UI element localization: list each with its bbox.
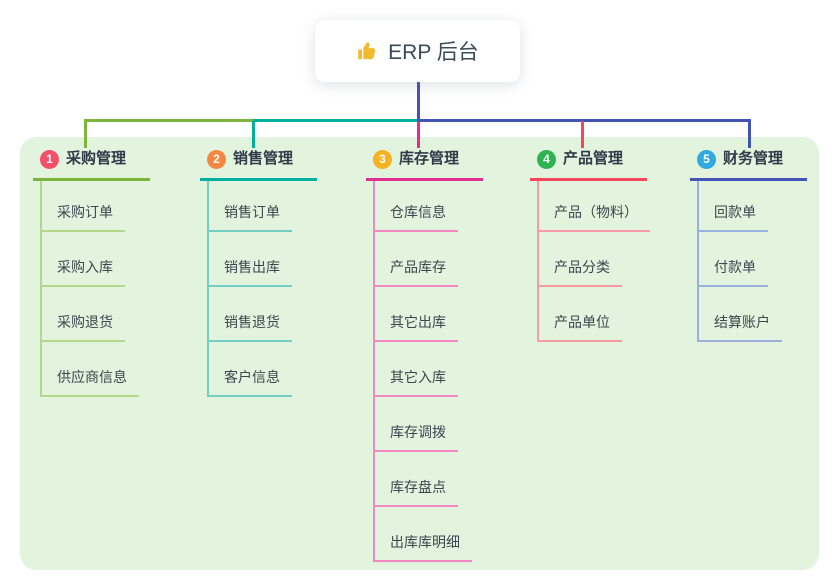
child-node[interactable]: 结算账户	[699, 287, 782, 342]
child-node[interactable]: 其它出库	[375, 287, 458, 342]
thumbs-up-icon	[356, 40, 378, 62]
child-node[interactable]: 销售订单	[209, 181, 292, 232]
child-node[interactable]: 产品分类	[539, 232, 622, 287]
branch-title: 销售管理	[233, 150, 294, 167]
branch-title: 产品管理	[563, 150, 624, 167]
branch-children: 产品（物料）产品分类产品单位	[537, 181, 650, 342]
branch-4: 4 产品管理产品（物料）产品分类产品单位	[530, 146, 650, 342]
child-node[interactable]: 销售退货	[209, 287, 292, 342]
child-node[interactable]: 产品库存	[375, 232, 458, 287]
child-node[interactable]: 出库库明细	[375, 507, 472, 562]
branch-2: 2 销售管理销售订单销售出库销售退货客户信息	[200, 146, 317, 397]
rail-segment-1	[84, 119, 253, 122]
child-node[interactable]: 其它入库	[375, 342, 458, 397]
branch-header-1[interactable]: 1 采购管理	[33, 146, 150, 181]
branch-header-4[interactable]: 4 产品管理	[530, 146, 647, 181]
branch-number-badge: 5	[697, 149, 716, 169]
branch-children: 采购订单采购入库采购退货供应商信息	[40, 181, 139, 397]
drop-line-branch-4	[581, 121, 584, 148]
branch-children: 仓库信息产品库存其它出库其它入库库存调拨库存盘点出库库明细	[373, 181, 472, 562]
child-node[interactable]: 仓库信息	[375, 181, 458, 232]
rail-segment-3	[417, 119, 751, 122]
branch-number-badge: 3	[373, 149, 392, 169]
child-node[interactable]: 销售出库	[209, 232, 292, 287]
branch-number-badge: 4	[537, 149, 556, 169]
drop-line-branch-2	[252, 121, 255, 148]
branch-1: 1 采购管理采购订单采购入库采购退货供应商信息	[33, 146, 150, 397]
branch-children: 回款单付款单结算账户	[697, 181, 782, 342]
branch-5: 5 财务管理回款单付款单结算账户	[690, 146, 807, 342]
branches-panel	[20, 137, 819, 570]
root-node[interactable]: ERP 后台	[315, 20, 520, 82]
child-node[interactable]: 采购订单	[42, 181, 125, 232]
branch-title: 财务管理	[723, 150, 784, 167]
drop-line-branch-3	[417, 121, 420, 148]
branch-header-5[interactable]: 5 财务管理	[690, 146, 807, 181]
child-node[interactable]: 回款单	[699, 181, 768, 232]
child-node[interactable]: 采购入库	[42, 232, 125, 287]
child-node[interactable]: 产品单位	[539, 287, 622, 342]
child-node[interactable]: 库存盘点	[375, 452, 458, 507]
child-node[interactable]: 采购退货	[42, 287, 125, 342]
child-node[interactable]: 付款单	[699, 232, 768, 287]
drop-line-branch-1	[84, 121, 87, 148]
branch-header-2[interactable]: 2 销售管理	[200, 146, 317, 181]
child-node[interactable]: 客户信息	[209, 342, 292, 397]
branch-title: 采购管理	[66, 150, 127, 167]
branch-title: 库存管理	[399, 150, 460, 167]
child-node[interactable]: 供应商信息	[42, 342, 139, 397]
branch-children: 销售订单销售出库销售退货客户信息	[207, 181, 292, 397]
branch-3: 3 库存管理仓库信息产品库存其它出库其它入库库存调拨库存盘点出库库明细	[366, 146, 483, 562]
branch-number-badge: 1	[40, 149, 59, 169]
drop-line-branch-5	[748, 121, 751, 148]
child-node[interactable]: 产品（物料）	[539, 181, 650, 232]
child-node[interactable]: 库存调拨	[375, 397, 458, 452]
root-connector-line	[417, 82, 420, 121]
branch-header-3[interactable]: 3 库存管理	[366, 146, 483, 181]
root-title: ERP 后台	[388, 41, 479, 64]
branch-number-badge: 2	[207, 149, 226, 169]
rail-segment-2	[253, 119, 417, 122]
